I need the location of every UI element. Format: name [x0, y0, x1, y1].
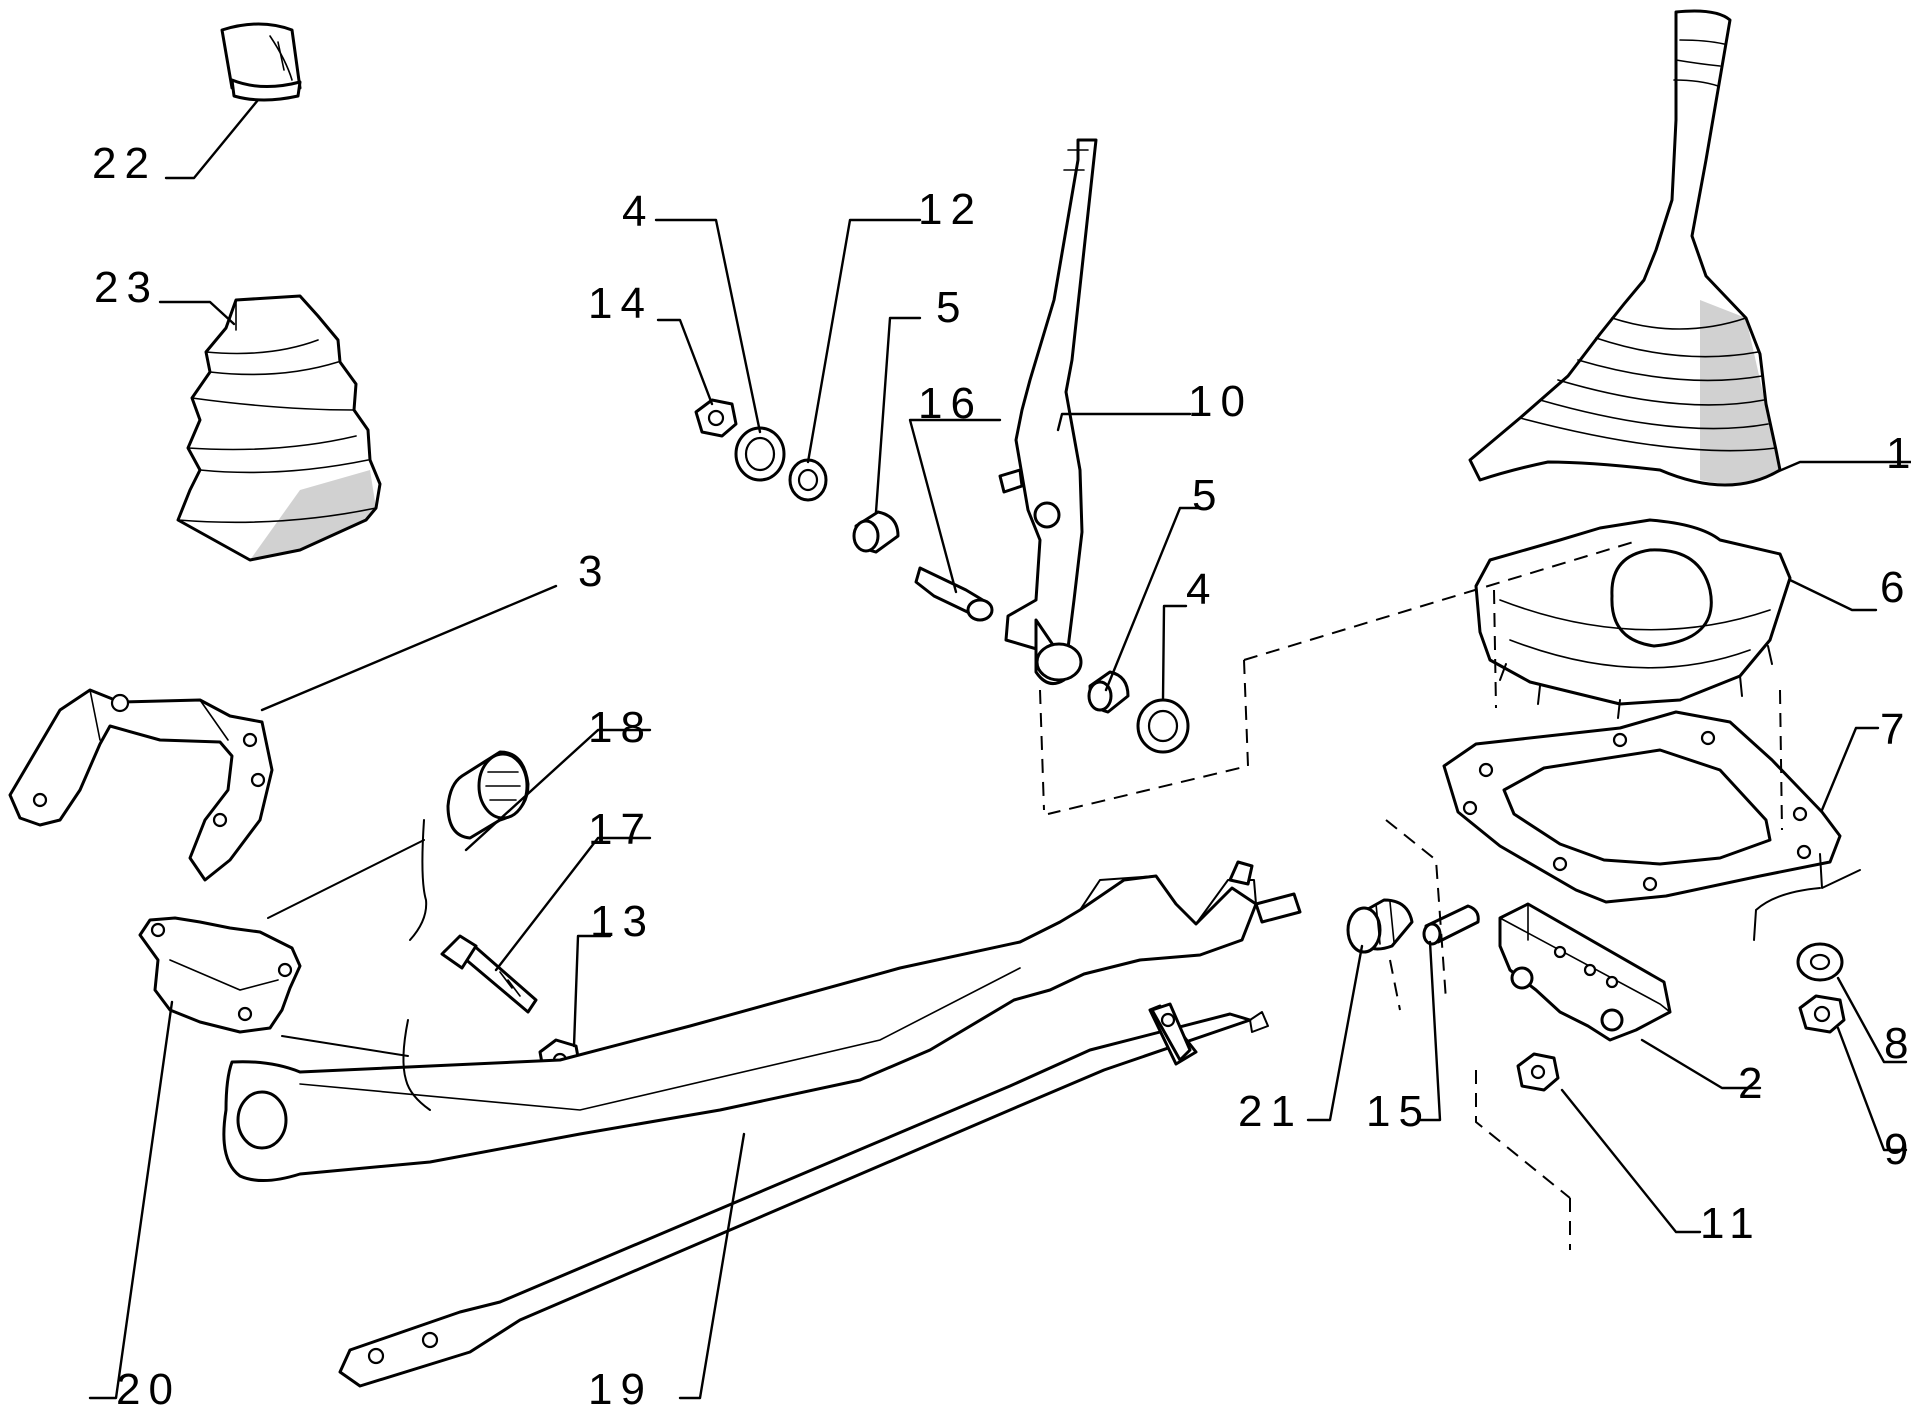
part-22-gear-knob [220, 22, 302, 102]
callout-16: 16 [918, 379, 983, 428]
callout-18: 18 [588, 703, 653, 752]
callout-8: 8 [1884, 1019, 1911, 1068]
callout-13: 13 [590, 897, 655, 946]
callout-10: 10 [1188, 377, 1253, 426]
callout-20: 20 [116, 1365, 181, 1409]
part-2-guide-block [1498, 902, 1672, 1042]
callout-3: 3 [578, 547, 610, 596]
part-1-shift-lever-boot [1468, 9, 1782, 487]
part-5-bush-upper [852, 510, 900, 554]
part-9-nut [1798, 994, 1846, 1034]
callout-5-upper: 5 [936, 283, 968, 332]
part-4-ring-lower [1136, 698, 1190, 754]
part-rear-control-rod [338, 1002, 1269, 1388]
callout-9: 9 [1884, 1125, 1911, 1174]
callout-21: 21 [1238, 1087, 1303, 1136]
assembly-lines [267, 539, 1861, 1250]
callout-22: 22 [92, 139, 157, 188]
callout-4-upper: 4 [622, 187, 654, 236]
callout-1: 1 [1886, 429, 1911, 478]
part-15-pin [1422, 904, 1480, 946]
part-14-nut [694, 398, 738, 438]
callout-15: 15 [1366, 1087, 1431, 1136]
callout-17: 17 [588, 805, 653, 854]
callout-6: 6 [1880, 563, 1911, 612]
callout-labels: 22 23 3 4 12 14 5 16 10 5 4 1 6 7 8 9 2 … [92, 139, 1911, 1409]
part-7-gasket [1442, 710, 1842, 904]
part-18-bushing [446, 750, 530, 840]
part-10-gear-lever [998, 138, 1098, 686]
callout-23: 23 [94, 263, 159, 312]
part-23-rubber-boot [176, 294, 382, 562]
part-6-cover [1474, 518, 1792, 719]
callout-19: 19 [588, 1365, 653, 1409]
part-19-selector-rod [222, 860, 1302, 1182]
part-4-ring-upper [734, 426, 786, 482]
callout-7: 7 [1880, 705, 1911, 754]
leader-lines [88, 98, 1911, 1400]
part-21-spring-bush [1346, 898, 1414, 954]
part-12-washer [788, 458, 828, 502]
callout-2: 2 [1738, 1059, 1770, 1108]
callout-5-lower: 5 [1192, 471, 1224, 520]
part-11-nut [1516, 1052, 1560, 1092]
part-8-washer [1796, 942, 1844, 982]
callout-11: 11 [1700, 1199, 1762, 1248]
callout-4-lower: 4 [1186, 565, 1218, 614]
callout-12: 12 [918, 185, 983, 234]
part-3-bracket [8, 688, 274, 882]
part-17-bolt [440, 934, 538, 1014]
part-5-bush-lower [1087, 670, 1130, 714]
callout-14: 14 [588, 279, 653, 328]
part-20-pivot-bracket [138, 916, 302, 1034]
part-16-pin [914, 566, 994, 622]
